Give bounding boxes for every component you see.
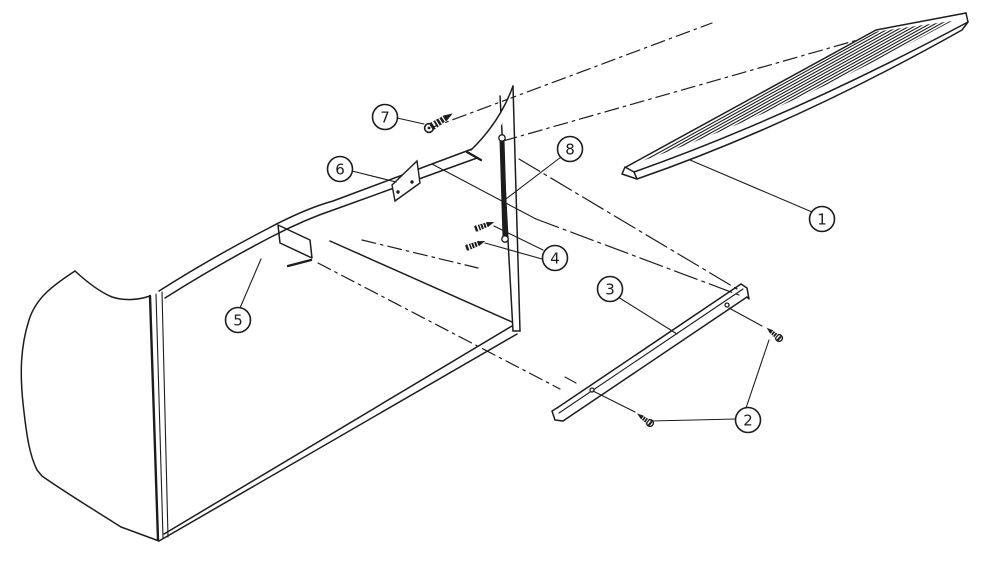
support-rod	[498, 134, 509, 243]
grille-panel	[621, 12, 969, 180]
svg-text:5: 5	[233, 312, 243, 330]
callout-3: 3	[596, 275, 624, 303]
callout-2: 2	[734, 406, 762, 434]
cowl-panel	[20, 85, 521, 542]
svg-text:8: 8	[565, 141, 575, 159]
svg-text:4: 4	[550, 250, 560, 268]
callout-8: 8	[556, 135, 584, 163]
svg-text:1: 1	[817, 211, 827, 229]
svg-text:7: 7	[380, 109, 390, 127]
callout-6: 6	[326, 155, 354, 183]
leader-lines	[239, 117, 813, 422]
alignment-centerlines	[317, 22, 869, 390]
callout-4: 4	[541, 244, 569, 272]
callout-1: 1	[808, 205, 836, 233]
callout-7: 7	[371, 103, 399, 131]
bracket-plate	[391, 159, 421, 203]
rod-screws	[464, 218, 496, 252]
svg-text:2: 2	[743, 412, 753, 430]
svg-text:6: 6	[335, 161, 345, 179]
bracket-screw	[423, 109, 456, 134]
svg-text:3: 3	[605, 281, 615, 299]
callout-balloons: 1 2 3 4 5 6 7 8	[224, 103, 836, 434]
callout-5: 5	[224, 306, 252, 334]
sill-strip	[551, 283, 750, 422]
